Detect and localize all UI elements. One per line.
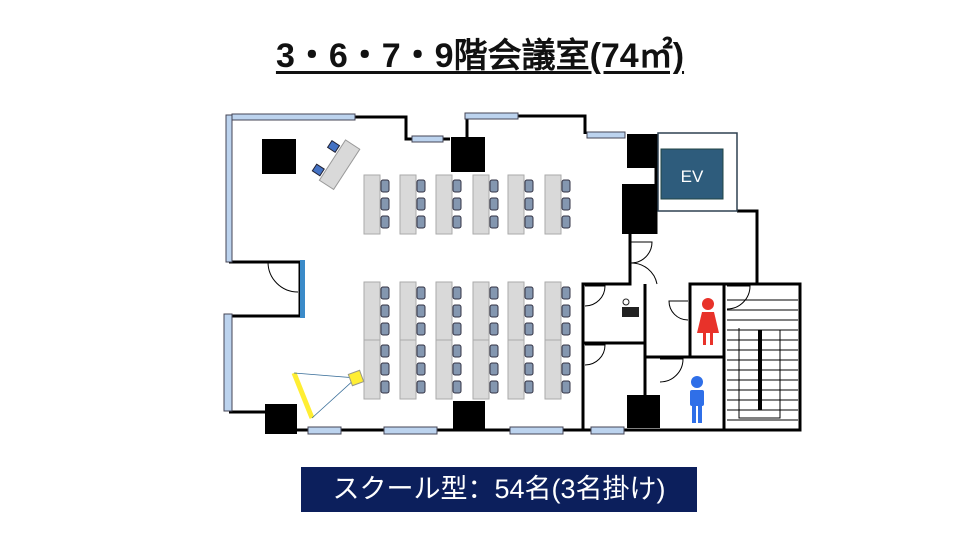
chair <box>489 215 499 229</box>
chair <box>561 215 571 229</box>
chair <box>380 380 390 394</box>
chair <box>524 286 534 300</box>
chair <box>380 179 390 193</box>
desk <box>363 174 381 235</box>
chair <box>524 380 534 394</box>
teacher-desk <box>311 139 361 191</box>
chair <box>561 344 571 358</box>
chair <box>524 215 534 229</box>
desk <box>435 174 453 235</box>
chair <box>452 286 462 300</box>
chair <box>561 179 571 193</box>
chair <box>380 362 390 376</box>
chair <box>561 286 571 300</box>
desk <box>472 174 490 235</box>
chair <box>561 380 571 394</box>
chair <box>524 179 534 193</box>
title-text: 3・6・7・9階会議室(74㎡) <box>275 37 685 75</box>
desk <box>363 339 381 400</box>
pillars <box>262 134 660 434</box>
chair <box>561 362 571 376</box>
chair <box>524 197 534 211</box>
chair <box>524 322 534 336</box>
chair <box>524 362 534 376</box>
projector-icon <box>347 369 365 387</box>
chair <box>561 322 571 336</box>
chair <box>416 304 426 318</box>
chair <box>416 344 426 358</box>
chair <box>489 344 499 358</box>
chair <box>452 197 462 211</box>
chair <box>489 362 499 376</box>
student-desks <box>363 174 571 400</box>
female-restroom-icon <box>697 298 719 345</box>
desk <box>399 281 417 342</box>
desk <box>399 174 417 235</box>
chair <box>489 197 499 211</box>
chair <box>561 197 571 211</box>
doors <box>267 241 751 383</box>
chair <box>452 322 462 336</box>
chair <box>452 215 462 229</box>
chair <box>452 344 462 358</box>
desk <box>472 339 490 400</box>
chair <box>489 322 499 336</box>
chair <box>416 322 426 336</box>
projector-screen <box>291 369 365 419</box>
desk <box>435 339 453 400</box>
chair <box>416 197 426 211</box>
partition-panel <box>300 260 305 318</box>
chair <box>380 286 390 300</box>
desk <box>544 174 562 235</box>
desk <box>544 339 562 400</box>
chair <box>380 304 390 318</box>
male-restroom-icon <box>690 376 704 423</box>
desk <box>363 281 381 342</box>
desk <box>472 281 490 342</box>
desk <box>544 281 562 342</box>
chair <box>452 380 462 394</box>
chair <box>452 362 462 376</box>
chair <box>416 362 426 376</box>
windows <box>223 112 626 435</box>
chair <box>380 215 390 229</box>
chair <box>380 344 390 358</box>
chair <box>416 215 426 229</box>
page-title: 3・6・7・9階会議室(74㎡) <box>0 28 960 77</box>
chair <box>380 322 390 336</box>
chair <box>452 304 462 318</box>
elevator-label: EV <box>681 167 704 186</box>
layout-caption: スクール型：54名(3名掛け) <box>301 467 697 512</box>
chair <box>524 344 534 358</box>
desk <box>399 339 417 400</box>
sink-icon <box>622 298 639 317</box>
chair <box>524 304 534 318</box>
stairs-icon <box>727 299 798 421</box>
chair <box>452 179 462 193</box>
chair <box>416 380 426 394</box>
chair <box>489 304 499 318</box>
chair <box>561 304 571 318</box>
chair <box>380 197 390 211</box>
desk <box>507 339 525 400</box>
chair <box>489 179 499 193</box>
desk <box>435 281 453 342</box>
chair <box>416 179 426 193</box>
desk <box>507 174 525 235</box>
desk <box>507 281 525 342</box>
elevator: EV <box>657 132 738 212</box>
chair <box>416 286 426 300</box>
chair <box>489 380 499 394</box>
chair <box>489 286 499 300</box>
